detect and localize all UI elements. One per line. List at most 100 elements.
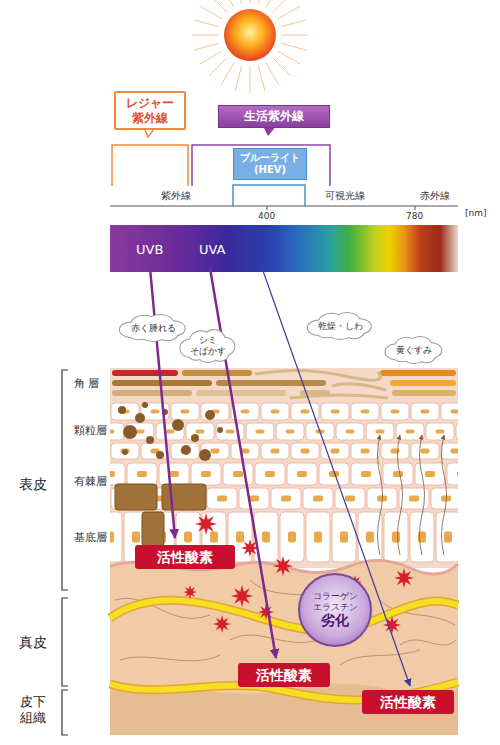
skin-cell	[415, 463, 445, 485]
skin-cell	[110, 423, 124, 440]
sun-ray	[266, 0, 279, 7]
skin-cell	[246, 423, 274, 440]
sun-ray	[200, 6, 223, 19]
ros-star	[213, 615, 231, 633]
layer-label: 真皮	[19, 634, 47, 651]
symptom-cloud: 赤く腫れる	[117, 314, 189, 342]
band-label: UVB	[136, 242, 163, 258]
melanin-dot	[217, 427, 223, 433]
bracket	[62, 598, 68, 686]
corneum-bar	[112, 390, 192, 396]
skin-cell	[110, 463, 125, 485]
melanin-dot	[199, 449, 211, 461]
cell-nucleus	[132, 532, 140, 543]
fiber	[230, 635, 320, 642]
melanin-dot	[156, 451, 164, 459]
node-text: コラーゲン エラスチン	[310, 591, 360, 613]
melanin-dot	[135, 413, 145, 423]
cell-nucleus	[376, 430, 385, 434]
melanocyte	[162, 484, 206, 510]
skin-cell	[110, 512, 122, 562]
bracket	[62, 370, 68, 590]
sun-ray	[250, 67, 251, 93]
skin-cell	[335, 488, 365, 509]
axis-label: 赤外線	[420, 190, 450, 202]
layer-label: 顆粒層	[74, 424, 107, 437]
skin-cell	[319, 463, 349, 485]
corneum-bar	[380, 370, 456, 376]
skin-cell	[111, 443, 139, 459]
sun-ray	[266, 63, 279, 86]
skin-cell	[207, 488, 237, 509]
band	[110, 600, 458, 631]
axis-tick	[267, 206, 268, 210]
sun-ray	[221, 63, 234, 86]
ros-star	[183, 585, 197, 599]
ros-star	[394, 568, 414, 588]
light-penetration-arrow	[262, 268, 410, 686]
band-edge	[110, 600, 458, 631]
melanin-dot	[191, 434, 199, 442]
symptom-cloud: 黄ぐすみ	[383, 336, 445, 364]
skin-cell	[271, 488, 301, 509]
cell-nucleus	[391, 449, 400, 454]
cell-nucleus	[151, 410, 160, 414]
skin-cell	[441, 443, 458, 459]
skin-cell	[358, 512, 382, 562]
cell-nucleus	[301, 449, 310, 454]
melanin-dot	[122, 449, 128, 455]
node-text: シミ そばかす	[188, 335, 228, 357]
skin-cell	[261, 403, 289, 420]
skin-cell	[280, 512, 304, 562]
dry-flake	[255, 370, 381, 380]
skin-cell	[201, 403, 229, 420]
skin-cell	[223, 463, 253, 485]
sun-ray	[258, 0, 265, 4]
node-text: 活性酸素	[157, 549, 213, 566]
ros-box: 活性酸素	[362, 690, 454, 714]
sun-ray	[192, 35, 218, 36]
fiber	[120, 655, 220, 661]
axis-label: 400	[258, 211, 275, 222]
skin-cell	[351, 443, 379, 459]
axis-tick	[415, 206, 416, 210]
skin-cell	[384, 512, 408, 562]
cell-nucleus	[271, 449, 280, 454]
node-text: 赤く腫れる	[131, 323, 176, 334]
fiber	[400, 640, 456, 645]
layer-label: 表皮	[19, 476, 47, 493]
skin-cell	[366, 423, 394, 440]
cell-nucleus	[211, 449, 220, 454]
axis-label: [nm]	[465, 208, 487, 219]
fiber	[340, 650, 420, 665]
cell-nucleus	[184, 532, 192, 543]
moisture-arrow	[378, 435, 383, 555]
cell-nucleus	[457, 471, 458, 477]
cell-nucleus	[110, 532, 114, 543]
skin-cell	[276, 423, 304, 440]
node-text: 活性酸素	[380, 694, 436, 711]
layer-label: 基底層	[74, 531, 107, 544]
cell-nucleus	[241, 410, 250, 414]
cell-nucleus	[226, 430, 235, 434]
light-penetration-arrow	[150, 268, 175, 538]
node-text: 活性酸素	[256, 667, 312, 684]
cell-nucleus	[301, 410, 310, 414]
dry-flake	[332, 384, 386, 390]
skin-cell	[287, 463, 317, 485]
dry-flake	[290, 395, 388, 398]
bracket	[62, 690, 68, 735]
cell-nucleus	[201, 471, 211, 477]
node-text: ブルーライト (HEV)	[239, 152, 301, 176]
axis-label: 可視光線	[325, 190, 365, 202]
melanin-dot	[205, 410, 215, 420]
skin-cell	[171, 443, 199, 459]
melanin-dot	[118, 406, 126, 414]
sun-ray	[282, 35, 308, 36]
layer-label: 有棘層	[74, 475, 107, 488]
sun-ray	[235, 66, 242, 91]
layer-label: 皮下組織	[19, 694, 47, 725]
cell-nucleus	[281, 496, 291, 502]
melanin-dot	[172, 419, 184, 431]
cell-nucleus	[331, 449, 340, 454]
